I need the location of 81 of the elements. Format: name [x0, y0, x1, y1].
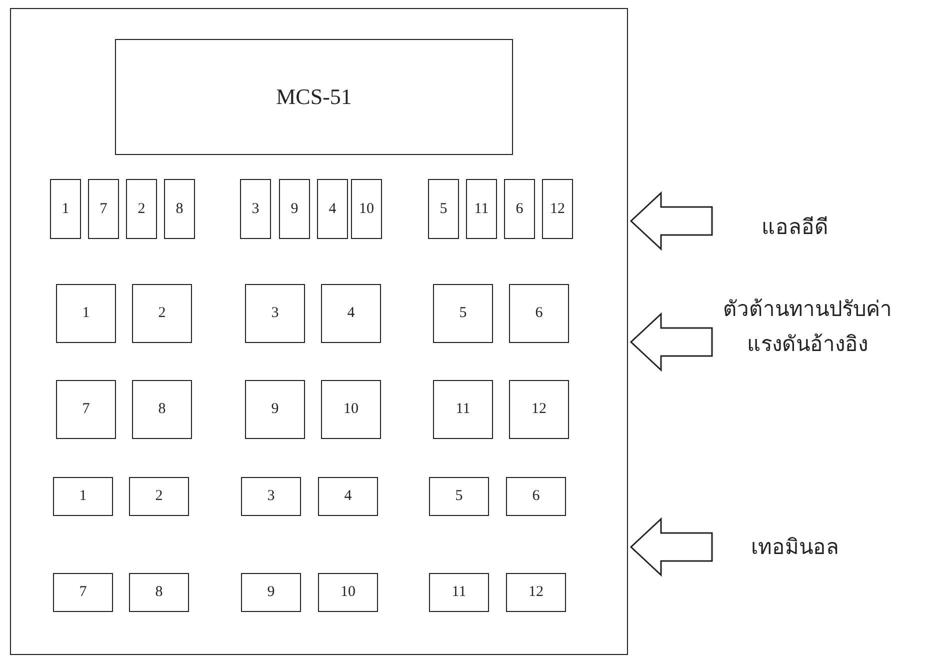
- terminal-number: 6: [532, 488, 540, 505]
- chip-box: [115, 39, 513, 155]
- potentiometer-number: 10: [344, 401, 358, 418]
- terminal-number: 8: [155, 584, 163, 601]
- terminal-number: 7: [79, 584, 87, 601]
- terminal-number: 10: [340, 584, 356, 601]
- led-number: 11: [474, 200, 489, 218]
- led-box: [504, 179, 535, 239]
- block-arrow: [630, 312, 713, 372]
- microcontroller-label: MCS-51: [276, 84, 352, 110]
- led-number: 12: [550, 200, 565, 218]
- terminal-box: [241, 573, 301, 612]
- potentiometer-number: 11: [456, 401, 470, 418]
- led-box: [317, 179, 348, 239]
- led-number: 2: [138, 200, 146, 218]
- potentiometer-box: [132, 380, 192, 439]
- potentiometer-box: [132, 284, 192, 343]
- potentiometer-number: 9: [271, 401, 279, 418]
- terminal-number: 12: [528, 584, 544, 601]
- led-number: 1: [62, 200, 70, 218]
- led-number: 5: [440, 200, 448, 218]
- led-number: 7: [100, 200, 108, 218]
- potentiometer-number: 5: [459, 305, 467, 322]
- terminal-box: [429, 477, 489, 516]
- led-box: [466, 179, 497, 239]
- terminal-box: [129, 573, 189, 612]
- board-outline: [10, 8, 628, 655]
- potentiometer-box: [433, 284, 493, 343]
- potentiometer-number: 12: [532, 401, 546, 418]
- potentiometer-box: [433, 380, 493, 439]
- potentiometer-box: [509, 380, 569, 439]
- terminal-box: [241, 477, 301, 516]
- terminal-number: 11: [452, 584, 466, 601]
- terminal-box: [506, 573, 566, 612]
- component-label: เทอมินอล: [735, 530, 855, 565]
- potentiometer-number: 8: [158, 401, 166, 418]
- block-arrow: [630, 517, 713, 577]
- potentiometer-number: 3: [271, 305, 279, 322]
- led-box: [50, 179, 81, 239]
- led-box: [88, 179, 119, 239]
- terminal-number: 2: [155, 488, 163, 505]
- terminal-box: [129, 477, 189, 516]
- terminal-number: 4: [344, 488, 352, 505]
- component-label: ตัวต้านทานปรับค่า แรงดันอ้างอิง: [715, 292, 900, 362]
- led-box: [240, 179, 271, 239]
- led-number: 3: [252, 200, 260, 218]
- potentiometer-box: [245, 380, 305, 439]
- terminal-number: 1: [79, 488, 87, 505]
- led-number: 6: [516, 200, 524, 218]
- led-box: [542, 179, 573, 239]
- potentiometer-box: [321, 284, 381, 343]
- potentiometer-box: [56, 380, 116, 439]
- terminal-box: [429, 573, 489, 612]
- potentiometer-box: [509, 284, 569, 343]
- led-number: 9: [290, 200, 298, 218]
- led-box: [428, 179, 459, 239]
- led-number: 8: [176, 200, 184, 218]
- potentiometer-box: [321, 380, 381, 439]
- component-label: แอลอีดี: [740, 210, 850, 245]
- terminal-box: [53, 573, 113, 612]
- potentiometer-box: [245, 284, 305, 343]
- terminal-box: [318, 573, 378, 612]
- block-arrow: [630, 191, 713, 251]
- potentiometer-number: 2: [158, 305, 166, 322]
- led-box: [164, 179, 195, 239]
- potentiometer-number: 6: [535, 305, 543, 322]
- terminal-box: [53, 477, 113, 516]
- potentiometer-box: [56, 284, 116, 343]
- potentiometer-number: 1: [82, 305, 90, 322]
- led-number: 10: [359, 200, 374, 218]
- terminal-box: [318, 477, 378, 516]
- terminal-box: [506, 477, 566, 516]
- led-box: [351, 179, 382, 239]
- led-number: 4: [328, 200, 336, 218]
- potentiometer-number: 4: [347, 305, 355, 322]
- terminal-number: 5: [455, 488, 463, 505]
- led-box: [279, 179, 310, 239]
- terminal-number: 3: [267, 488, 275, 505]
- led-box: [126, 179, 157, 239]
- terminal-number: 9: [267, 584, 275, 601]
- potentiometer-number: 7: [82, 401, 90, 418]
